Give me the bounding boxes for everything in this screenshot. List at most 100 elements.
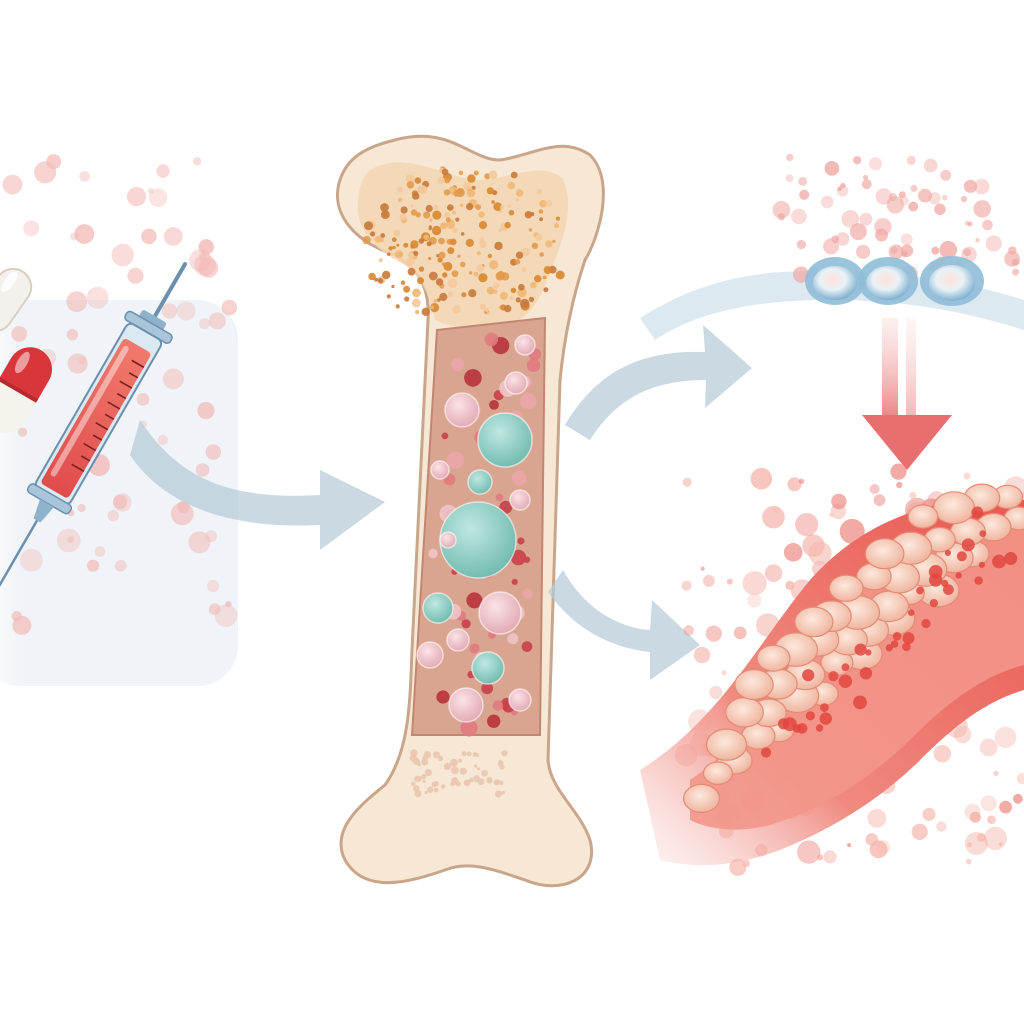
vessel-blood-cell <box>725 696 764 728</box>
spongy-dot <box>368 272 376 281</box>
decor-dot <box>1013 793 1023 804</box>
spongy-dot <box>521 267 527 273</box>
marrow-red-cell <box>461 619 471 629</box>
decor-dot <box>709 685 723 700</box>
decor-dot <box>976 833 986 842</box>
marrow-red-cell <box>464 369 482 387</box>
decor-dot <box>862 174 869 181</box>
decor-dot <box>969 811 981 823</box>
decor-dot <box>836 184 849 197</box>
spongy-dot <box>418 185 428 195</box>
spongy-dot <box>473 775 481 783</box>
spongy-dot <box>466 188 476 198</box>
vessel-red-speck <box>796 723 808 734</box>
spongy-dot <box>528 228 533 232</box>
circulation-loop <box>640 153 1024 470</box>
vessel-red-speck <box>928 565 943 579</box>
spongy-dot <box>500 291 508 300</box>
spongy-dot <box>400 280 406 286</box>
decor-dot <box>939 240 958 259</box>
marrow-red-cell <box>510 549 527 566</box>
decor-dot <box>762 505 785 529</box>
decor-dot <box>861 179 872 190</box>
decor-dot <box>214 604 238 628</box>
spongy-bone-dots <box>362 166 565 316</box>
decor-dot <box>874 218 892 236</box>
injection-panel <box>0 154 385 686</box>
decor-dot <box>820 195 834 209</box>
marrow-red-cell <box>466 592 483 609</box>
marrow-red-cell <box>526 358 541 372</box>
spongy-dot <box>432 210 442 220</box>
decor-dot <box>163 368 184 390</box>
vessel-blood-cell <box>682 783 720 814</box>
vessel-red-speck <box>838 674 853 688</box>
spongy-dot <box>425 204 433 213</box>
vessel-blood-cell <box>705 728 748 761</box>
spongy-dot <box>410 781 416 787</box>
vessel-red-speck <box>956 551 967 562</box>
vessel-red-speck <box>1004 552 1018 565</box>
spongy-dot <box>457 758 463 763</box>
marrow-red-cell <box>489 400 499 410</box>
decor-dot <box>773 507 780 513</box>
decor-dot <box>199 239 214 254</box>
spongy-dot <box>489 260 499 270</box>
spongy-dot <box>518 283 525 291</box>
decor-dot <box>940 169 952 181</box>
decor-dot <box>980 795 997 812</box>
spongy-dot <box>534 275 542 283</box>
decor-dot <box>865 833 879 846</box>
decor-dot <box>161 303 177 319</box>
decor-dot <box>840 182 846 189</box>
spongy-dot <box>451 270 459 278</box>
decor-dot <box>67 536 74 543</box>
spongy-dot <box>465 238 474 247</box>
spongy-dot <box>473 271 479 277</box>
pill-capsule-white <box>0 267 33 333</box>
vessel-blood-cell <box>734 669 774 701</box>
vessel-red-speck <box>944 549 952 557</box>
decor-dot <box>188 531 211 554</box>
vessel-red-speck <box>907 609 915 616</box>
spongy-dot <box>473 170 479 176</box>
spongy-dot <box>469 777 474 783</box>
spongy-dot <box>450 781 455 787</box>
vessel-red-speck <box>992 554 1006 569</box>
vessel-blood-cell <box>794 606 834 638</box>
decor-dot <box>683 625 694 636</box>
spongy-dot <box>429 218 433 222</box>
decor-dot <box>985 235 1002 252</box>
spongy-dot <box>476 264 485 272</box>
spongy-dot <box>536 188 543 195</box>
vessel-red-speck <box>802 669 815 682</box>
spongy-dot <box>386 294 391 299</box>
spongy-dot <box>431 225 442 236</box>
decor-dot <box>78 356 87 365</box>
decor-dot <box>908 201 919 212</box>
flow-arrow-upper-right <box>565 325 752 440</box>
spongy-dot <box>444 211 451 218</box>
decor-dot <box>859 212 873 226</box>
lower-spongy-dots <box>409 749 508 798</box>
spongy-dot <box>516 189 524 197</box>
spongy-dot <box>501 750 508 757</box>
spongy-dot <box>413 785 420 792</box>
spongy-dot <box>508 209 515 216</box>
marrow-red-cell <box>441 432 449 440</box>
flow-arrow-lower-right <box>548 570 700 680</box>
spongy-dot <box>388 246 393 251</box>
vessel-blood-cell <box>756 644 791 672</box>
decor-dot <box>742 571 767 596</box>
blood-precursor-cell <box>446 628 470 652</box>
vessel-red-speck <box>921 619 931 629</box>
decor-dot <box>963 248 972 257</box>
decor-dot <box>831 493 847 510</box>
spongy-dot <box>381 210 390 220</box>
vessel-blood-cell <box>907 504 939 529</box>
spongy-dot <box>403 285 411 293</box>
decor-dot <box>853 156 862 165</box>
spongy-dot <box>393 229 401 237</box>
spongy-dot <box>474 752 480 758</box>
vessel-red-speck <box>955 572 962 579</box>
